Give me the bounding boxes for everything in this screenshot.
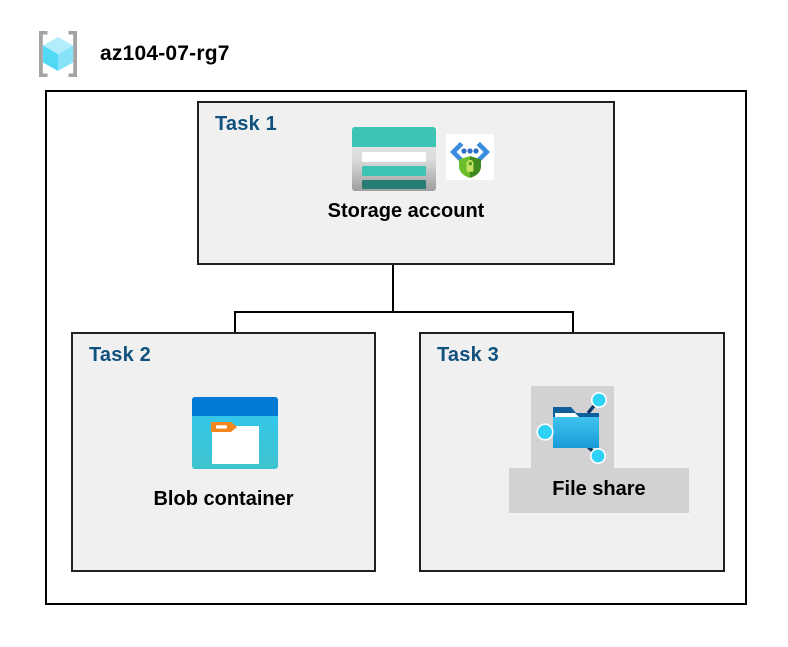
task-3-label: Task 3 — [437, 344, 499, 366]
resource-group-cube-icon — [39, 31, 77, 77]
blob-container-caption: Blob container — [153, 488, 294, 510]
file-share-caption: File share — [552, 478, 646, 500]
storage-account-icon — [352, 127, 436, 191]
connector-trunk-vertical — [392, 265, 394, 313]
connector-horizontal-bus — [234, 311, 574, 313]
storage-account-caption: Storage account — [327, 200, 485, 222]
task-2-label: Task 2 — [89, 344, 151, 366]
resource-group-title: az104-07-rg7 — [100, 42, 230, 65]
blob-container-icon — [192, 397, 278, 469]
task-3-box[interactable]: Task 3 — [419, 332, 725, 572]
file-share-icon — [536, 392, 607, 464]
task-1-label: Task 1 — [215, 113, 277, 135]
private-link-secure-icon — [446, 134, 494, 180]
file-share-label-highlight — [509, 468, 689, 513]
resource-group-header: az104-07-rg7 — [30, 26, 230, 82]
